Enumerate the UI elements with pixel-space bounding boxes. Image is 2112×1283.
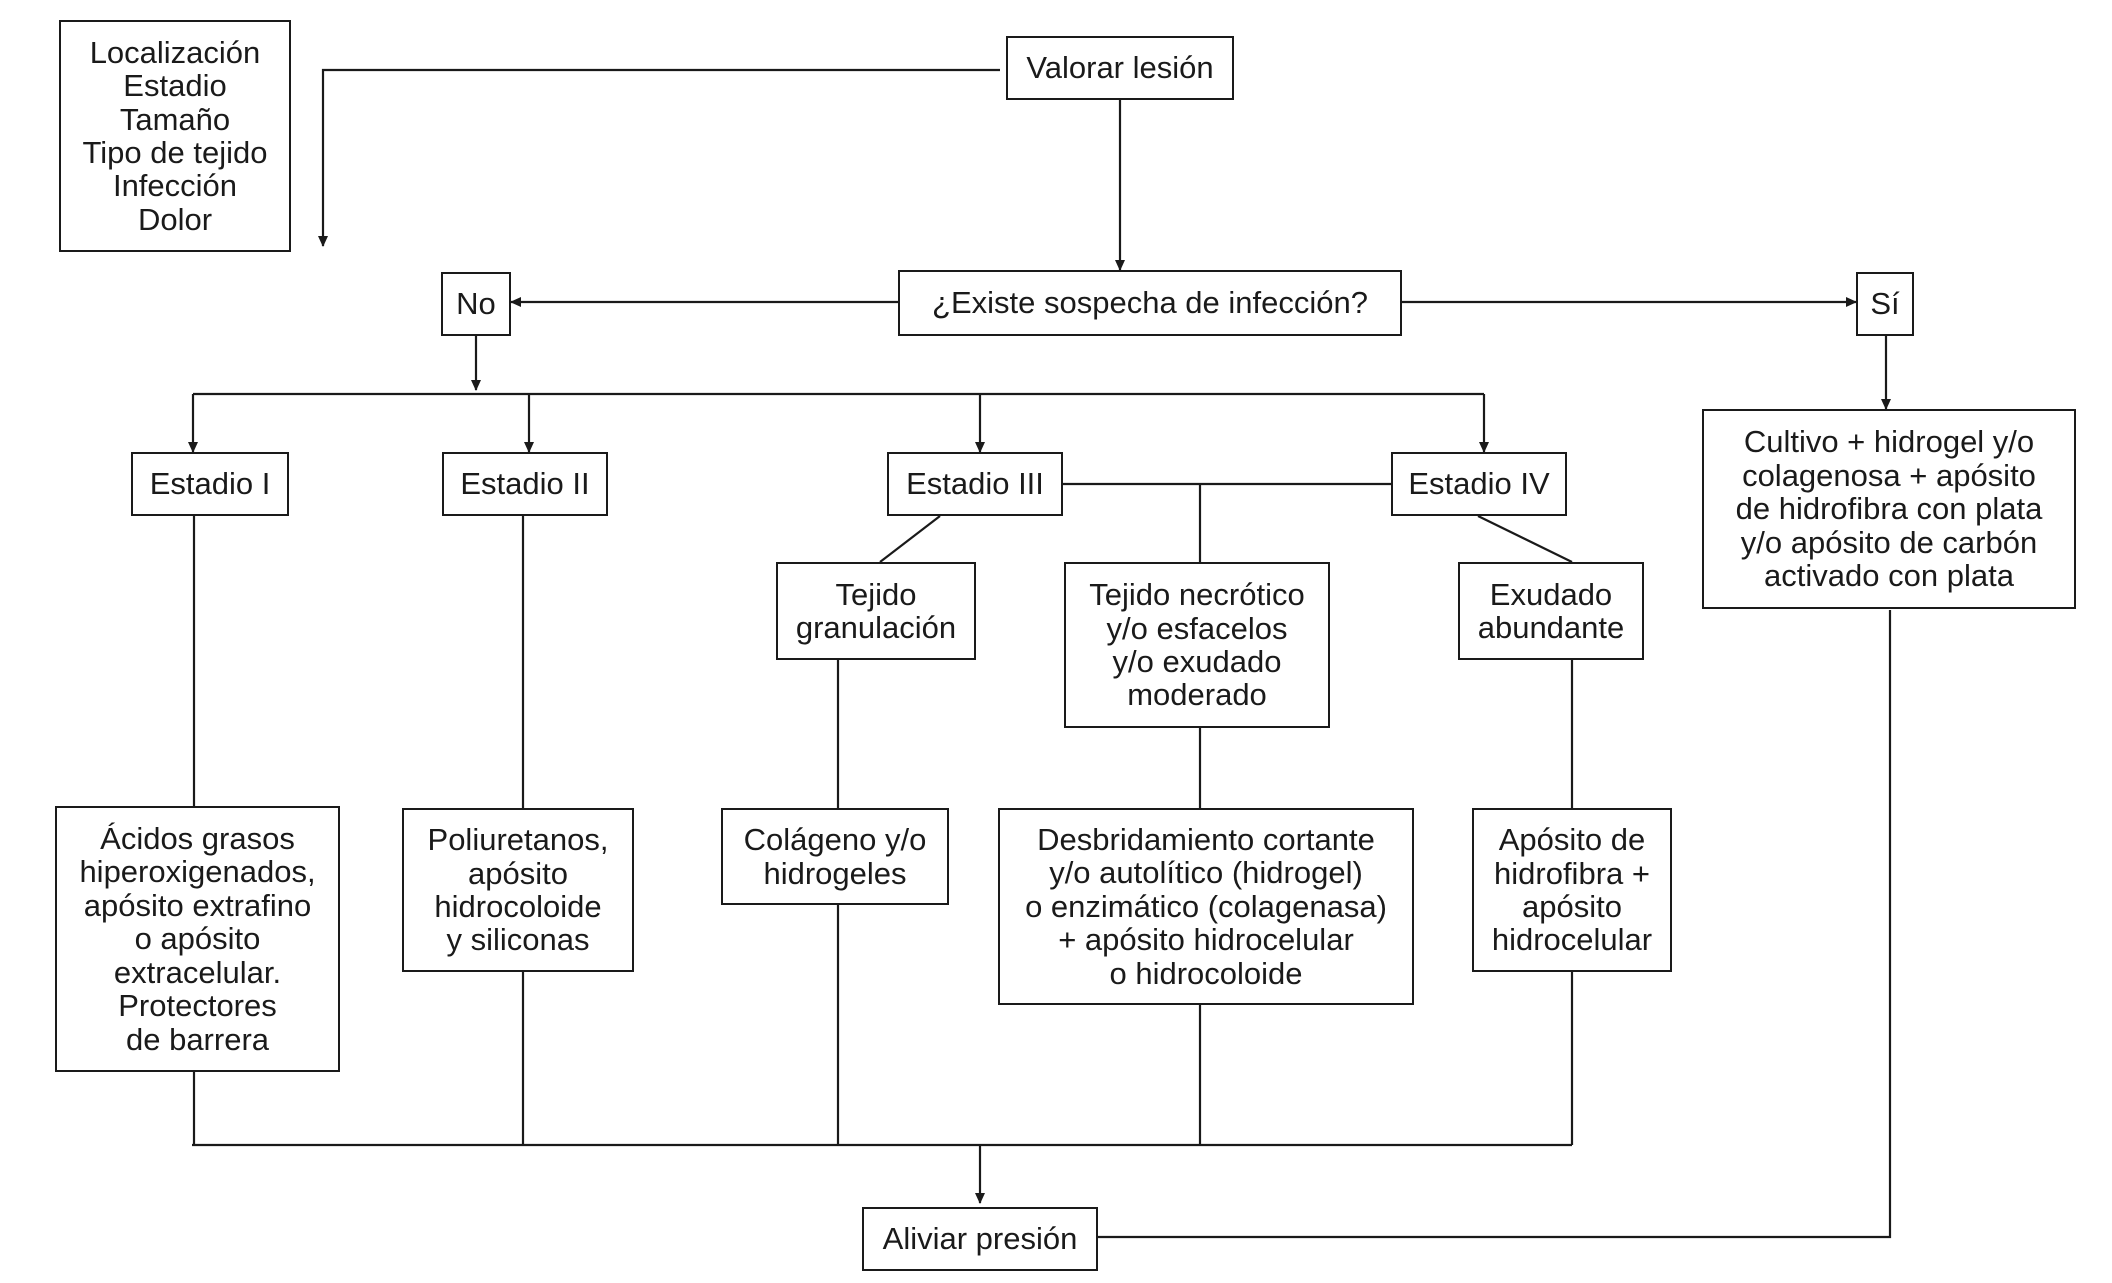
criteria-line: Dolor — [137, 201, 213, 237]
stage3-node: Estadio III — [887, 452, 1063, 516]
infection-treatment-line: Cultivo + hidrogel y/o — [1743, 424, 2035, 460]
assess-label: Valorar lesión — [1026, 50, 1214, 86]
stage2-label: Estadio II — [460, 466, 590, 502]
stage4-node: Estadio IV — [1391, 452, 1567, 516]
stage4-label: Estadio IV — [1408, 466, 1550, 502]
exudate-treatment-line: apósito — [1522, 889, 1622, 924]
exudate-node: Exudado abundante — [1458, 562, 1644, 660]
infection-treatment-node: Cultivo + hidrogel y/o colagenosa + após… — [1702, 409, 2076, 609]
granulation-line: Tejido — [835, 576, 917, 612]
stage1-treatment-line: apósito extrafino — [83, 887, 312, 923]
criteria-line: Estadio — [123, 68, 227, 104]
stage3-label: Estadio III — [906, 466, 1044, 502]
granulation-node: Tejido granulación — [776, 562, 976, 660]
necrotic-treatment-line: o hidrocoloide — [1109, 955, 1303, 991]
infection-treatment-line: y/o apósito de carbón — [1740, 524, 2038, 560]
necrotic-line: y/o exudado — [1112, 644, 1282, 679]
line-stage4-to-exudate — [1477, 515, 1573, 563]
criteria-line: Localización — [89, 34, 261, 70]
yes-node: Sí — [1856, 272, 1914, 336]
exudate-treatment-line: hidrofibra + — [1494, 855, 1650, 891]
infection-treatment-line: colagenosa + apósito — [1742, 457, 2036, 493]
question-label: ¿Existe sospecha de infección? — [932, 285, 1368, 321]
stage2-treatment-line: apósito — [468, 855, 568, 891]
stage2-treatment-line: Poliuretanos, — [427, 822, 609, 858]
necrotic-node: Tejido necrótico y/o esfacelos y/o exuda… — [1064, 562, 1330, 728]
line-infection-to-relieve — [1098, 610, 1892, 1239]
granulation-treatment-line: Colágeno y/o — [743, 822, 927, 858]
exudate-treatment-line: hidrocelular — [1491, 922, 1653, 958]
stage1-treatment-line: o apósito — [134, 921, 261, 957]
stage1-treatment-line: de barrera — [125, 1021, 270, 1057]
stage2-treatment-line: y siliconas — [446, 922, 590, 958]
stage2-node: Estadio II — [442, 452, 608, 516]
stage2-treatment-line: hidrocoloide — [434, 889, 602, 924]
assess-node: Valorar lesión — [1006, 36, 1234, 100]
necrotic-line: y/o esfacelos — [1106, 610, 1288, 646]
no-label: No — [456, 286, 496, 322]
granulation-treatment-node: Colágeno y/o hidrogeles — [721, 808, 949, 905]
exudate-line: abundante — [1477, 610, 1625, 645]
necrotic-line: Tejido necrótico — [1089, 577, 1305, 613]
stage1-node: Estadio I — [131, 452, 289, 516]
stage1-treatment-line: Protectores — [118, 988, 277, 1024]
criteria-line: Tipo de tejido — [82, 135, 268, 170]
granulation-line: granulación — [795, 610, 957, 645]
necrotic-line: moderado — [1127, 677, 1267, 713]
necrotic-treatment-line: y/o autolítico (hidrogel) — [1049, 855, 1363, 891]
criteria-box: Localización Estadio Tamaño Tipo de teji… — [59, 20, 291, 252]
yes-label: Sí — [1870, 286, 1900, 322]
stage2-treatment-node: Poliuretanos, apósito hidrocoloide y sil… — [402, 808, 634, 972]
necrotic-treatment-line: o enzimático (colagenasa) — [1025, 888, 1387, 924]
relieve-pressure-label: Aliviar presión — [882, 1221, 1078, 1257]
granulation-treatment-line: hidrogeles — [763, 855, 907, 891]
relieve-pressure-node: Aliviar presión — [862, 1207, 1098, 1271]
no-node: No — [441, 272, 511, 336]
necrotic-treatment-line: Desbridamiento cortante — [1037, 821, 1375, 857]
infection-treatment-line: de hidrofibra con plata — [1735, 491, 2043, 527]
stage1-treatment-line: Ácidos grasos — [100, 820, 295, 856]
arrow-assess-to-criteria — [318, 68, 1000, 247]
criteria-line: Tamaño — [119, 101, 231, 137]
criteria-line: Infección — [112, 168, 238, 204]
line-stage3-to-granulation — [879, 515, 941, 563]
stage1-label: Estadio I — [149, 466, 271, 502]
infection-treatment-line: activado con plata — [1764, 558, 2014, 594]
necrotic-treatment-node: Desbridamiento cortante y/o autolítico (… — [998, 808, 1414, 1005]
question-node: ¿Existe sospecha de infección? — [898, 270, 1402, 336]
exudate-treatment-line: Apósito de — [1498, 822, 1646, 858]
stage1-treatment-line: hiperoxigenados, — [79, 854, 316, 890]
exudate-line: Exudado — [1489, 576, 1613, 612]
stage1-treatment-node: Ácidos grasos hiperoxigenados, apósito e… — [55, 806, 340, 1072]
stage1-treatment-line: extracelular. — [113, 954, 282, 990]
exudate-treatment-node: Apósito de hidrofibra + apósito hidrocel… — [1472, 808, 1672, 972]
necrotic-treatment-line: + apósito hidrocelular — [1058, 922, 1354, 958]
